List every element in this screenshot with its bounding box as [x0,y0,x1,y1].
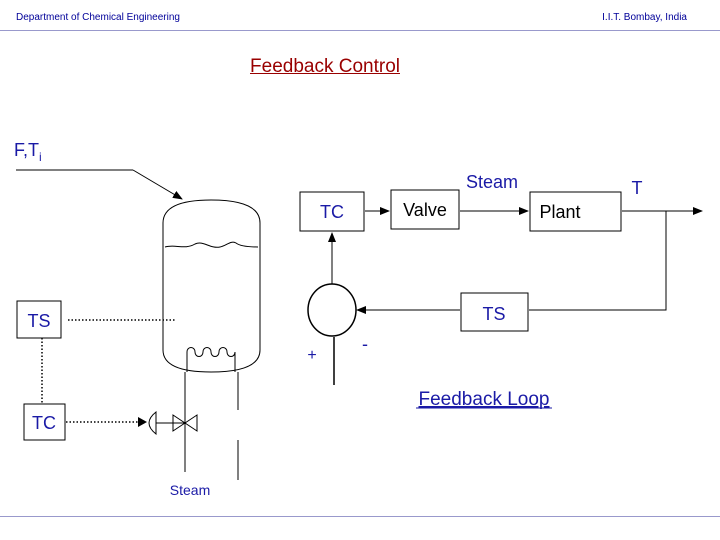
tank-tc-box [23,403,66,441]
block-steam-label: Steam [466,172,518,192]
feedback-path [529,211,667,311]
header-department: Department of Chemical Engineering [16,12,180,23]
block-plant [529,191,622,232]
block-valve-label: Valve [403,200,447,220]
block-ts-label: TS [482,304,505,324]
valve-actuator-icon [148,410,157,436]
feed-arrow [132,169,183,200]
page-title: Feedback Control [250,56,400,77]
tank-ts-label: TS [27,311,50,331]
block-ts [460,292,529,332]
tank-schematic: F,Ti TS TC Steam [14,140,261,498]
heating-coil [186,347,236,372]
block-output-label: T [632,178,643,198]
feedback-block-diagram: TC Valve Steam Plant T TS + - Feedback L… [299,172,703,410]
header-divider [0,30,720,31]
header-institute: I.I.T. Bombay, India [602,12,687,23]
footer-divider [0,516,720,517]
block-valve [390,189,460,230]
tc-signal-arrow [138,417,147,427]
tank-tc-label: TC [32,413,56,433]
feedback-loop-caption: Feedback Loop [419,389,550,410]
tank-steam-label: Steam [170,482,210,498]
minus-sign: - [362,334,368,354]
block-plant-label: Plant [539,202,580,222]
steam-valve-icon [172,414,198,432]
plus-sign: + [307,347,316,364]
block-tc [299,191,365,232]
block-tc-label: TC [320,202,344,222]
comparator-circle [307,283,357,337]
tank-vessel [162,199,261,373]
feed-label: F,Ti [14,140,42,164]
liquid-level [164,241,259,248]
tank-ts-box [16,300,62,339]
